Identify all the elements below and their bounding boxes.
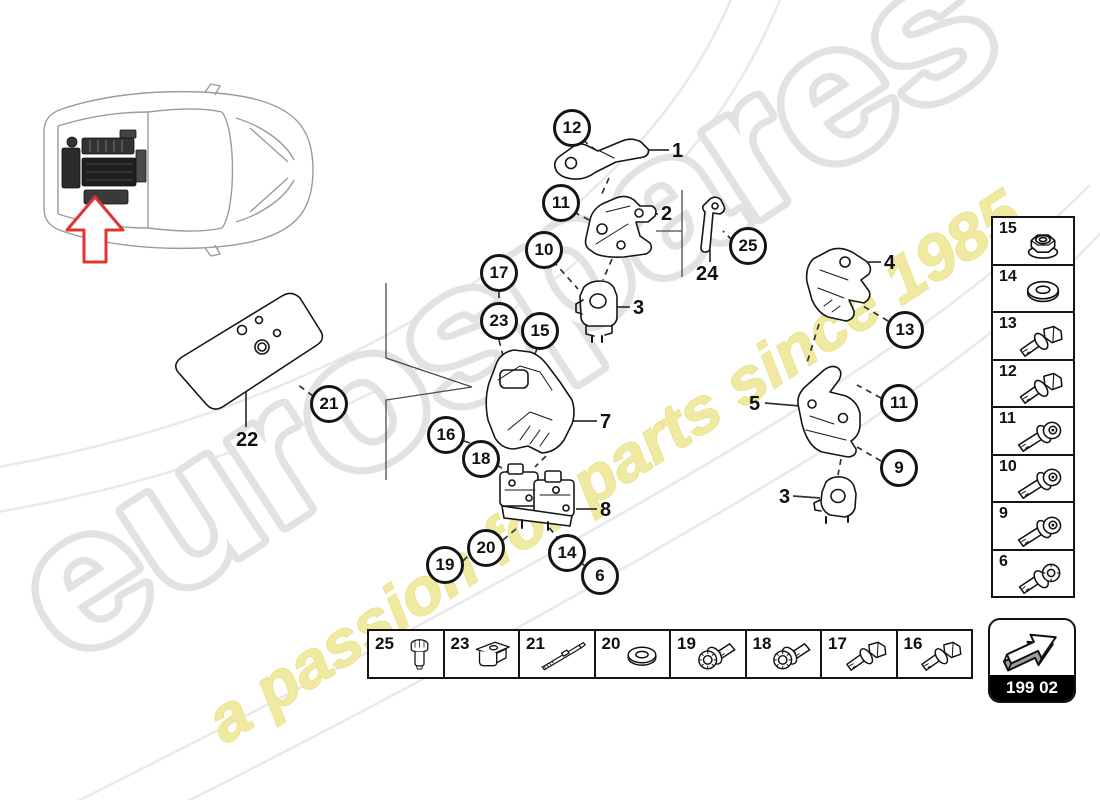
strip-item-25[interactable]: 25	[367, 629, 445, 679]
torx-flange-bolt-icon	[1018, 563, 1061, 595]
car-top-view	[43, 83, 314, 257]
washer-icon	[1026, 281, 1060, 303]
threaded-rod-icon	[541, 641, 586, 671]
strip-item-17[interactable]: 17	[820, 629, 898, 679]
part-8-mount-assembly[interactable]	[499, 463, 575, 531]
section-code: 199 02	[990, 675, 1074, 701]
direction-arrow-icon	[990, 620, 1074, 676]
item-number: 18	[752, 634, 772, 653]
item-number: 11	[999, 410, 1016, 427]
flange-nut-icon	[1027, 233, 1059, 259]
item-number: 23	[450, 634, 470, 653]
part-3b-engine-mount[interactable]	[813, 476, 857, 524]
part-label-24[interactable]: 24	[696, 263, 719, 285]
sidebar-item-15[interactable]: 15	[991, 216, 1075, 266]
part-5-support-bracket[interactable]	[797, 365, 861, 458]
bracket-lines	[385, 190, 683, 480]
washer-icon	[627, 646, 657, 666]
cage-nut-icon	[475, 641, 511, 667]
socket-head-bolt-icon	[1017, 516, 1062, 547]
part-label-8[interactable]: 8	[600, 499, 612, 521]
spline-head-bolt-icon	[697, 642, 736, 670]
callout-21[interactable]: 21	[310, 385, 348, 423]
callout-11b[interactable]: 11	[880, 384, 918, 422]
item-number: 14	[999, 267, 1017, 285]
spline-plug-bolt-icon	[410, 639, 429, 670]
strip-item-21[interactable]: 21	[518, 629, 596, 679]
item-number: 25	[375, 634, 394, 653]
callout-20[interactable]: 20	[467, 529, 505, 567]
callout-15[interactable]: 15	[521, 312, 559, 350]
fastener-sidebar: 15 14 13	[991, 216, 1075, 599]
part-3-engine-mount[interactable]	[575, 280, 618, 343]
section-code-box[interactable]: 199 02	[988, 618, 1076, 703]
part-label-3[interactable]: 3	[633, 297, 645, 319]
callout-19[interactable]: 19	[426, 546, 464, 584]
item-number: 9	[999, 505, 1008, 522]
callout-16[interactable]: 16	[427, 416, 465, 454]
callout-9[interactable]: 9	[880, 449, 918, 487]
socket-head-bolt-icon	[1017, 468, 1062, 500]
callout-14[interactable]: 14	[548, 534, 586, 572]
callout-25[interactable]: 25	[729, 227, 767, 265]
callout-10[interactable]: 10	[525, 231, 563, 269]
part-label-4[interactable]: 4	[884, 252, 896, 274]
location-arrow	[65, 195, 125, 264]
part-label-22[interactable]: 22	[236, 429, 259, 451]
part-label-2[interactable]: 2	[661, 203, 673, 225]
strip-item-16[interactable]: 16	[895, 629, 974, 679]
item-number: 15	[999, 220, 1017, 237]
part-4-heat-shield[interactable]	[805, 247, 872, 322]
strip-item-23[interactable]: 23	[442, 629, 521, 679]
strip-item-20[interactable]: 20	[593, 629, 672, 679]
fastener-strip: 25 23	[367, 629, 974, 679]
callout-6[interactable]: 6	[581, 557, 619, 595]
item-number: 20	[601, 634, 621, 653]
hex-flange-bolt-icon	[845, 641, 887, 671]
part-label-5[interactable]: 5	[749, 393, 761, 415]
engine-illustration	[61, 129, 147, 205]
part-label-1[interactable]: 1	[672, 140, 684, 162]
item-number: 21	[526, 634, 545, 653]
callout-17[interactable]: 17	[480, 254, 518, 292]
hex-flange-bolt-icon	[1019, 325, 1063, 357]
part-22-cover-plate[interactable]	[174, 292, 324, 410]
spline-head-bolt-icon	[773, 642, 811, 670]
part-2-engine-mount-bracket[interactable]	[584, 195, 657, 258]
hex-flange-bolt-icon	[921, 641, 962, 671]
sidebar-item-11[interactable]: 11	[991, 406, 1075, 456]
strip-item-18[interactable]: 18	[744, 629, 823, 679]
sidebar-item-13[interactable]: 13	[991, 311, 1075, 361]
item-number: 19	[677, 634, 696, 653]
callout-13[interactable]: 13	[886, 311, 924, 349]
item-number: 17	[828, 634, 847, 653]
callout-11[interactable]: 11	[542, 184, 580, 222]
sidebar-item-14[interactable]: 14	[991, 263, 1075, 314]
part-7-heat-shield[interactable]	[485, 349, 575, 454]
sidebar-item-10[interactable]: 10	[991, 453, 1075, 504]
part-label-3b[interactable]: 3	[779, 486, 791, 508]
socket-head-bolt-icon	[1017, 421, 1062, 452]
callout-18[interactable]: 18	[462, 440, 500, 478]
item-number: 16	[903, 634, 923, 653]
strip-item-19[interactable]: 19	[669, 629, 747, 679]
hex-flange-bolt-icon	[1019, 372, 1063, 405]
sidebar-item-9[interactable]: 9	[991, 501, 1075, 551]
sidebar-item-6[interactable]: 6	[991, 548, 1075, 599]
item-number: 13	[999, 315, 1017, 332]
item-number: 12	[999, 362, 1017, 380]
part-label-7[interactable]: 7	[600, 411, 612, 433]
callout-12[interactable]: 12	[553, 109, 591, 147]
item-number: 10	[999, 457, 1017, 475]
part-1-support-arm[interactable]	[553, 138, 650, 180]
sidebar-item-12[interactable]: 12	[991, 358, 1075, 409]
callout-23[interactable]: 23	[480, 302, 518, 340]
item-number: 6	[999, 552, 1008, 570]
part-24-retainer-pin[interactable]	[700, 196, 726, 253]
